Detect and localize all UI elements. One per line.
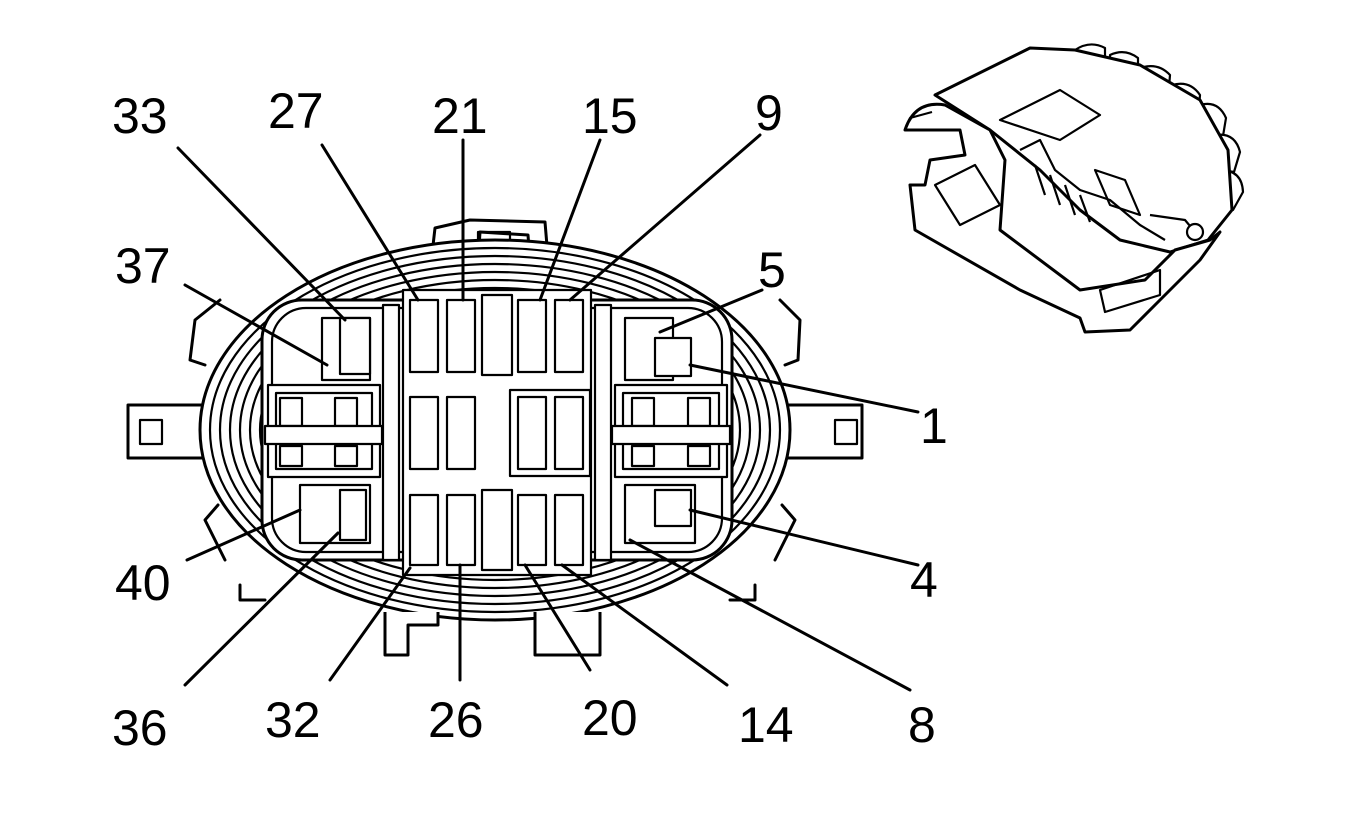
pin-label-8: 8: [908, 697, 936, 753]
pin-label-20: 20: [582, 690, 638, 746]
pin-label-14: 14: [738, 697, 794, 753]
pin-label-32: 32: [265, 692, 321, 748]
pin-label-27: 27: [268, 83, 324, 139]
connector-perspective-view: [903, 43, 1245, 334]
pin-label-1: 1: [920, 398, 948, 454]
leader-lines: [176, 133, 920, 692]
pin-label-4: 4: [910, 552, 938, 608]
pin-label-9: 9: [755, 85, 783, 141]
pin-label-5: 5: [758, 242, 786, 298]
pin-label-37: 37: [115, 238, 171, 294]
pin-label-26: 26: [428, 692, 484, 748]
pin-label-36: 36: [112, 700, 168, 756]
pin-label-33: 33: [112, 88, 168, 144]
connector-face: [126, 218, 864, 657]
pin-label-15: 15: [582, 88, 638, 144]
pin-labels: 33 27 21 15 9 37 5 1 4 40 36 32 26 20 14…: [112, 83, 948, 756]
pin-label-21: 21: [432, 88, 488, 144]
pin-label-40: 40: [115, 555, 171, 611]
